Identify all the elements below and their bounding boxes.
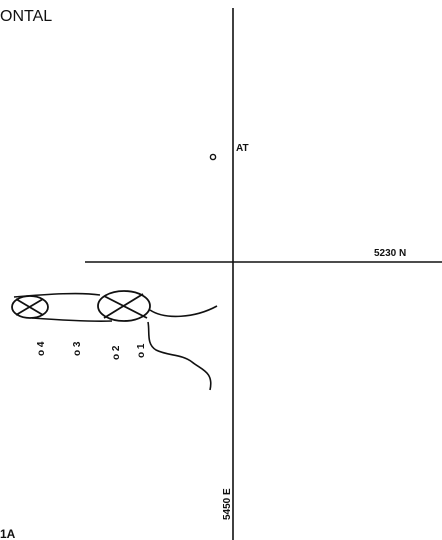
header-text: ONTAL bbox=[0, 8, 52, 25]
footer-text: 1A bbox=[0, 527, 16, 540]
point-label-4: o 4 bbox=[36, 341, 47, 356]
outline-top bbox=[13, 292, 101, 298]
station-label: AT bbox=[236, 143, 249, 154]
traverse-line bbox=[147, 305, 218, 391]
point-label-1: o 1 bbox=[136, 343, 147, 358]
outline-bottom bbox=[31, 317, 113, 323]
crossed-ellipse-right bbox=[97, 290, 151, 322]
station-point bbox=[209, 153, 217, 161]
point-label-3: o 3 bbox=[72, 341, 83, 356]
easting-label: 5450 E bbox=[222, 488, 233, 520]
point-label-2: o 2 bbox=[111, 345, 122, 360]
northing-label: 5230 N bbox=[374, 248, 406, 259]
crossed-ellipse-left bbox=[11, 295, 49, 319]
